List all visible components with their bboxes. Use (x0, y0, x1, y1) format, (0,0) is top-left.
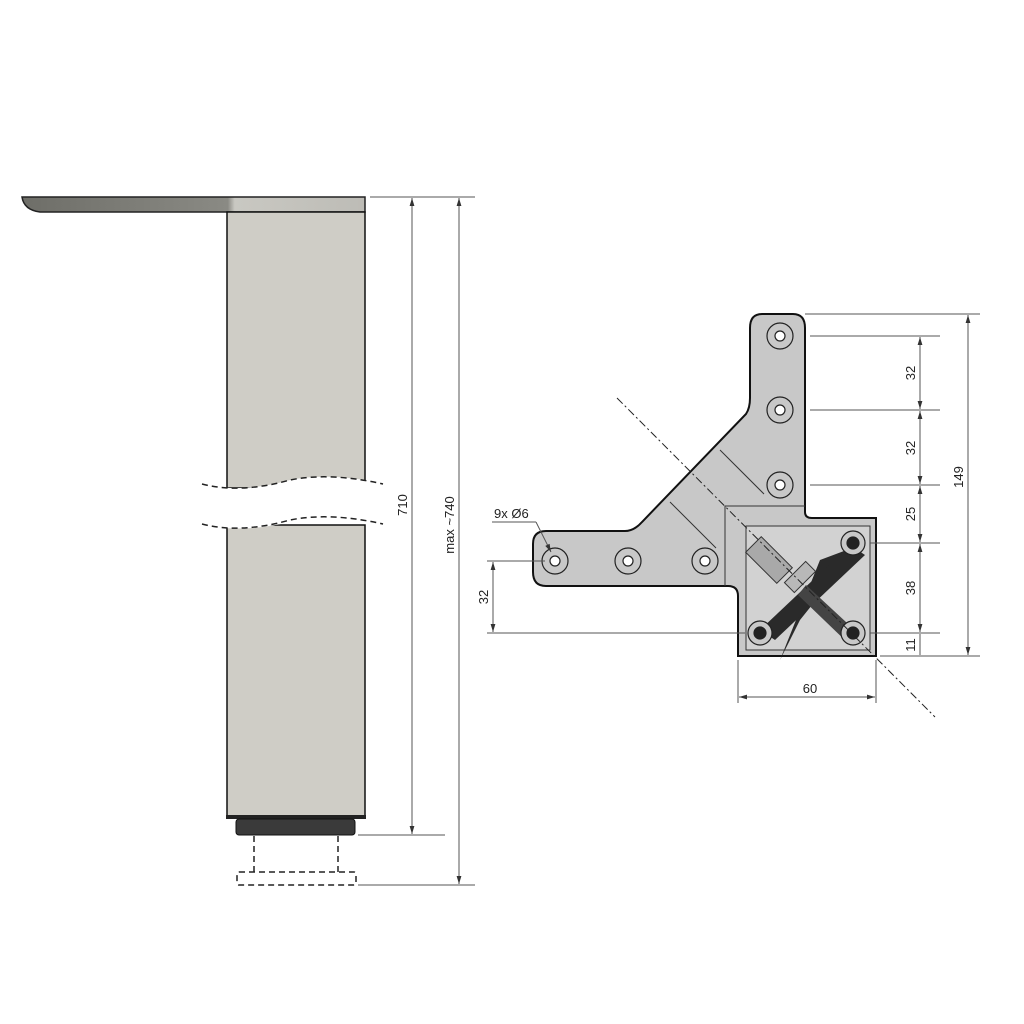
mounting-holes (541, 322, 866, 646)
hole-left-3 (691, 547, 719, 575)
leg-side-view: 710 max ~740 (21, 196, 475, 886)
hole-square-3 (840, 620, 866, 646)
hole-left-2 (614, 547, 642, 575)
bracket-ribs (669, 449, 805, 586)
countertop-plate (21, 196, 366, 213)
diagonal-centerline (616, 397, 936, 718)
hole-note-label: 9x Ø6 (494, 506, 529, 521)
mounting-bracket-top-view: 32 32 25 38 11 149 60 32 9x Ø6 (476, 313, 980, 718)
hole-left-1 (541, 547, 569, 575)
dim-149: 149 (951, 466, 966, 488)
break-line-bottom (201, 516, 384, 529)
hole-square-2 (747, 620, 773, 646)
hole-top-1 (766, 322, 794, 350)
leg-bottom-rim (226, 815, 366, 819)
dim-25: 25 (903, 507, 918, 521)
hole-square-1 (840, 530, 866, 556)
dim-60-label: 60 (803, 681, 817, 696)
hole-top-2 (766, 396, 794, 424)
leg-body-lower (226, 524, 366, 819)
dim-max-740-label: max ~740 (442, 496, 457, 553)
dimension-chain-right: 32 32 25 38 11 149 (805, 313, 980, 657)
dim-38: 38 (903, 581, 918, 595)
foot-extended-outline (236, 836, 357, 886)
dim-32-b: 32 (903, 441, 918, 455)
dim-710-label: 710 (395, 494, 410, 516)
break-line-top (201, 476, 384, 489)
dimension-60: 60 (737, 660, 877, 703)
dim-32-a: 32 (903, 366, 918, 380)
dimension-32-left: 32 (476, 560, 745, 634)
leg-body-upper (226, 211, 366, 489)
dim-11: 11 (903, 638, 918, 652)
adjustable-foot (235, 818, 356, 836)
break-gap (200, 476, 385, 529)
dim-32-left-label: 32 (476, 590, 491, 604)
hole-callout: 9x Ø6 (492, 506, 552, 553)
dimension-max-740: max ~740 (358, 198, 475, 886)
hole-top-3 (766, 471, 794, 499)
dimension-710: 710 (358, 196, 475, 836)
